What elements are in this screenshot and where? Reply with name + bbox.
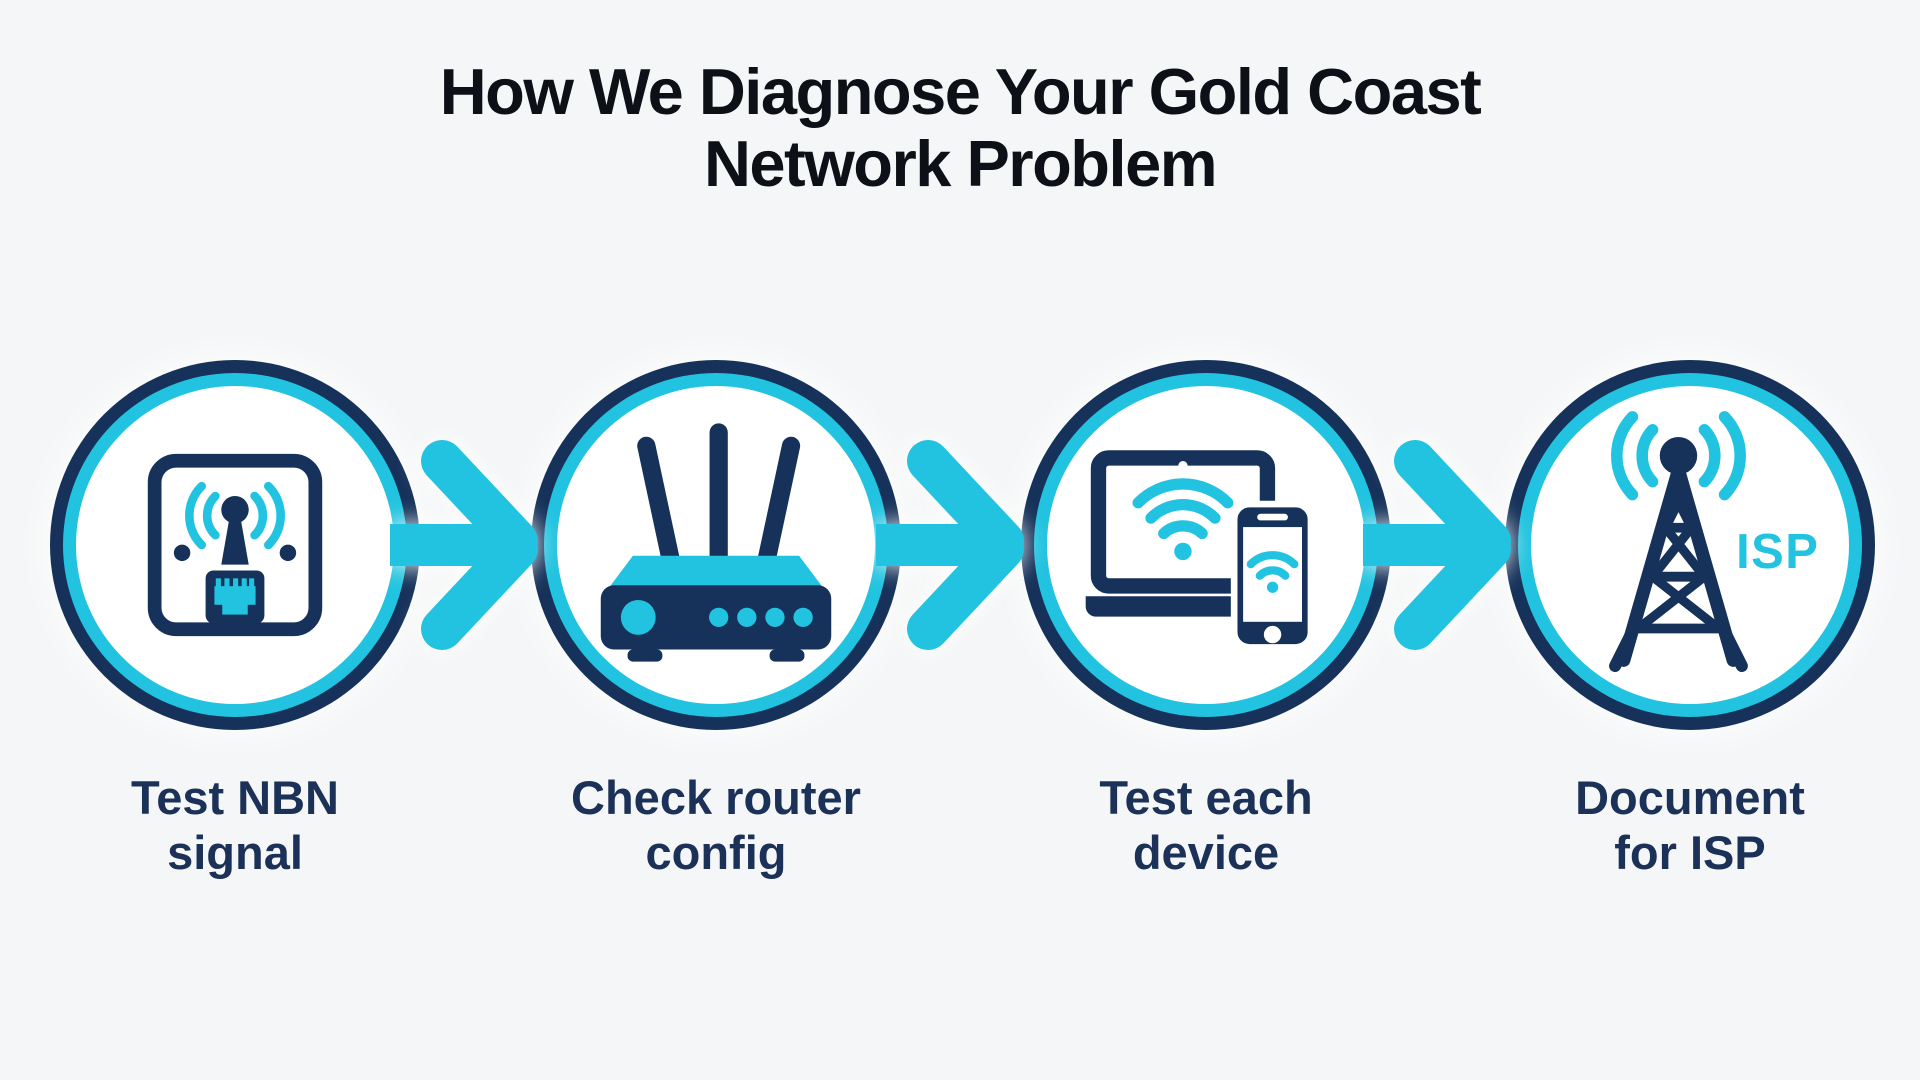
- step-label-document-for-isp: Document for ISP: [1460, 770, 1920, 881]
- nbn-wall-socket-icon: [147, 453, 323, 637]
- step-circle-cyan-ring: [63, 373, 407, 717]
- step-circle-cyan-ring: [1034, 373, 1378, 717]
- step-label-line1: Test each: [1099, 771, 1313, 824]
- step-label-test-each-device: Test each device: [976, 770, 1436, 881]
- step-circle-face: [557, 386, 875, 704]
- arrow-right-icon: [1363, 440, 1511, 650]
- isp-label: ISP: [1736, 525, 1819, 579]
- page-title-line2: Network Problem: [703, 126, 1218, 200]
- step-label-line2: signal: [167, 826, 303, 880]
- step-label-check-router-config: Check router config: [486, 770, 946, 881]
- step-label-line2: for ISP: [1614, 826, 1766, 880]
- step-label-line2: device: [1132, 826, 1280, 880]
- page-title-line1: How We Diagnose Your Gold Coast: [439, 55, 1482, 128]
- router-icon: [600, 423, 832, 662]
- arrow-right-icon: [876, 440, 1024, 650]
- step-label-line1: Document: [1575, 771, 1805, 824]
- step-circle-test-nbn-signal: [50, 360, 420, 730]
- step-label-line2: config: [645, 826, 787, 880]
- devices-wifi-icon: [1085, 450, 1315, 651]
- arrow-right-icon: [390, 440, 538, 650]
- step-circle-cyan-ring: [544, 373, 888, 717]
- step-circle-check-router-config: [531, 360, 901, 730]
- step-label-test-nbn-signal: Test NBN signal: [5, 770, 465, 881]
- step-circle-document-for-isp: ISP: [1505, 360, 1875, 730]
- step-circle-test-each-device: [1021, 360, 1391, 730]
- radio-tower-icon: ISP: [1609, 411, 1819, 673]
- page-title: How We Diagnose Your Gold Coast Network …: [0, 56, 1920, 199]
- step-label-line1: Check router: [571, 771, 861, 824]
- step-label-line1: Test NBN: [130, 771, 340, 824]
- step-circle-face: ISP: [1531, 386, 1849, 704]
- step-circle-cyan-ring: ISP: [1518, 373, 1862, 717]
- step-circle-face: [1047, 386, 1365, 704]
- step-circle-face: [76, 386, 394, 704]
